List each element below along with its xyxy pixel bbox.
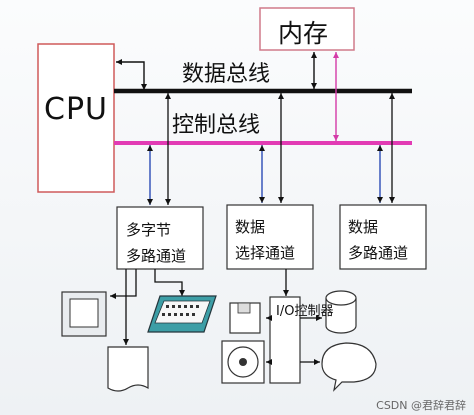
- printer-output-icon: [107, 346, 149, 392]
- cpu-box: [37, 43, 115, 193]
- cpu-label: CPU: [44, 92, 108, 127]
- channel-selector-text: 数据 选择通道: [235, 214, 295, 266]
- channel-selector-line2: 选择通道: [235, 244, 296, 262]
- magnetic-drum-icon: [325, 290, 357, 334]
- floppy-disk-icon: [229, 302, 261, 334]
- memory-label: 内存: [278, 19, 329, 48]
- disk-drive-icon: [221, 340, 265, 384]
- channel-selector-line1: 数据: [235, 218, 266, 236]
- memory-box: [259, 7, 355, 51]
- cpu-data-connector: [116, 61, 145, 90]
- channel-bus-connectors: [149, 93, 393, 205]
- channel-multiplex-text: 数据 多路通道: [348, 214, 408, 266]
- tape-drive-icon: [321, 342, 377, 392]
- channel-multiplex-line2: 多路通道: [348, 244, 409, 262]
- monitor-icon: [61, 291, 107, 337]
- io-controller-label: I/O控制器: [276, 304, 334, 319]
- watermark: CSDN @君辞君辞: [376, 399, 466, 412]
- multibyte-device-lines: [110, 269, 183, 345]
- keyboard-icon: [147, 295, 217, 333]
- control-bus-label: 控制总线: [172, 113, 261, 138]
- channel-selector-box: [226, 204, 314, 270]
- channel-multibyte-box: [116, 206, 204, 270]
- channel-multiplex-box: [339, 204, 427, 270]
- channel-multibyte-line2: 多路通道: [126, 247, 187, 265]
- io-controller-box: [269, 296, 301, 384]
- data-bus-label: 数据总线: [182, 62, 271, 87]
- channel-multibyte-text: 多字节 多路通道: [126, 217, 186, 269]
- channel-multibyte-line1: 多字节: [126, 221, 172, 239]
- channel-multiplex-line1: 数据: [348, 218, 379, 236]
